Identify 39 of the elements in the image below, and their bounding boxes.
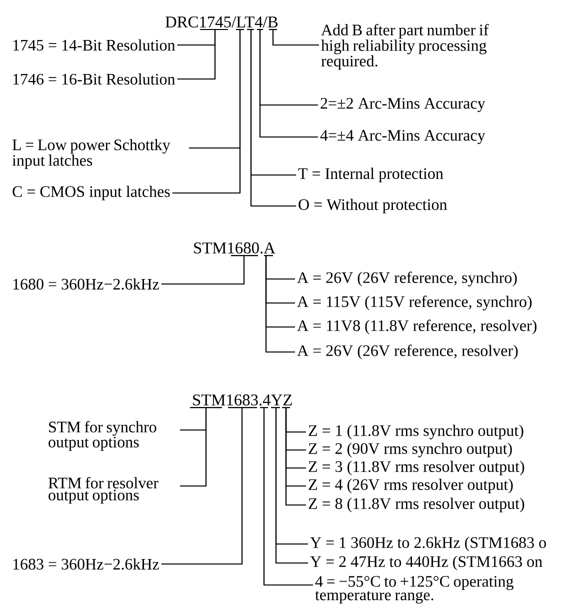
connector-line (265, 256, 295, 353)
connector-line (177, 30, 216, 80)
connector-line (250, 30, 296, 207)
option-label: 1680 = 360Hz−2.6kHz (13, 278, 159, 290)
option-label: Z = 1 (11.8V rms synchro output) (308, 424, 524, 440)
part-number: DRC1745/LT4/B (165, 16, 278, 28)
connector-line (285, 408, 306, 506)
option-label: Y = 2 47Hz to 440Hz (STM1663 on (310, 556, 542, 570)
connector-line (172, 30, 241, 194)
option-label: 1683 = 360Hz−2.6kHz (13, 558, 159, 570)
option-label: 4=±4 Arc-Mins Accuracy (320, 130, 486, 144)
part-number: STM1680.A (194, 242, 276, 254)
option-label: RTM for resolver output options (48, 477, 158, 504)
connector-line (180, 408, 207, 487)
connector-line (161, 408, 243, 565)
option-label: T = Internal protection (298, 168, 444, 182)
option-label: A = 26V (26V reference, synchro) (297, 272, 517, 286)
option-label: Y = 1 360Hz to 2.6kHz (STM1683 o (310, 536, 546, 552)
option-label: A = 115V (115V reference, synchro) (297, 296, 532, 310)
option-label: C = CMOS input latches (12, 186, 170, 200)
option-label: 2=±2 Arc-Mins Accuracy (320, 98, 486, 112)
option-label: Z = 2 (90V rms synchro output) (308, 442, 512, 458)
option-label: 1746 = 16-Bit Resolution (13, 73, 176, 85)
connector-line (272, 30, 319, 46)
option-label: O = Without protection (298, 198, 448, 214)
option-label: 4 = −55°C to +125°C operating temperature range. (315, 576, 514, 604)
option-label: Z = 4 (26V rms resolver output) (308, 478, 513, 494)
connector-line (161, 256, 245, 285)
connector-line (259, 30, 318, 138)
option-label: 1745 = 14-Bit Resolution (13, 39, 176, 51)
option-label: A = 11V8 (11.8V reference, resolver) (297, 320, 536, 334)
part-number: STM1683.4YZ (193, 394, 292, 406)
connector-line (263, 408, 313, 586)
option-label: L = Low power Schottky input latches (12, 139, 170, 170)
option-label: Z = 3 (11.8V rms resolver output) (308, 460, 524, 476)
option-label: STM for synchro output options (48, 421, 156, 451)
option-label: A = 26V (26V reference, resolver) (297, 344, 518, 360)
option-label: Add B after part number if high reliability processing required. (321, 24, 489, 70)
option-label: Z = 8 (11.8V rms resolver output) (308, 498, 524, 512)
